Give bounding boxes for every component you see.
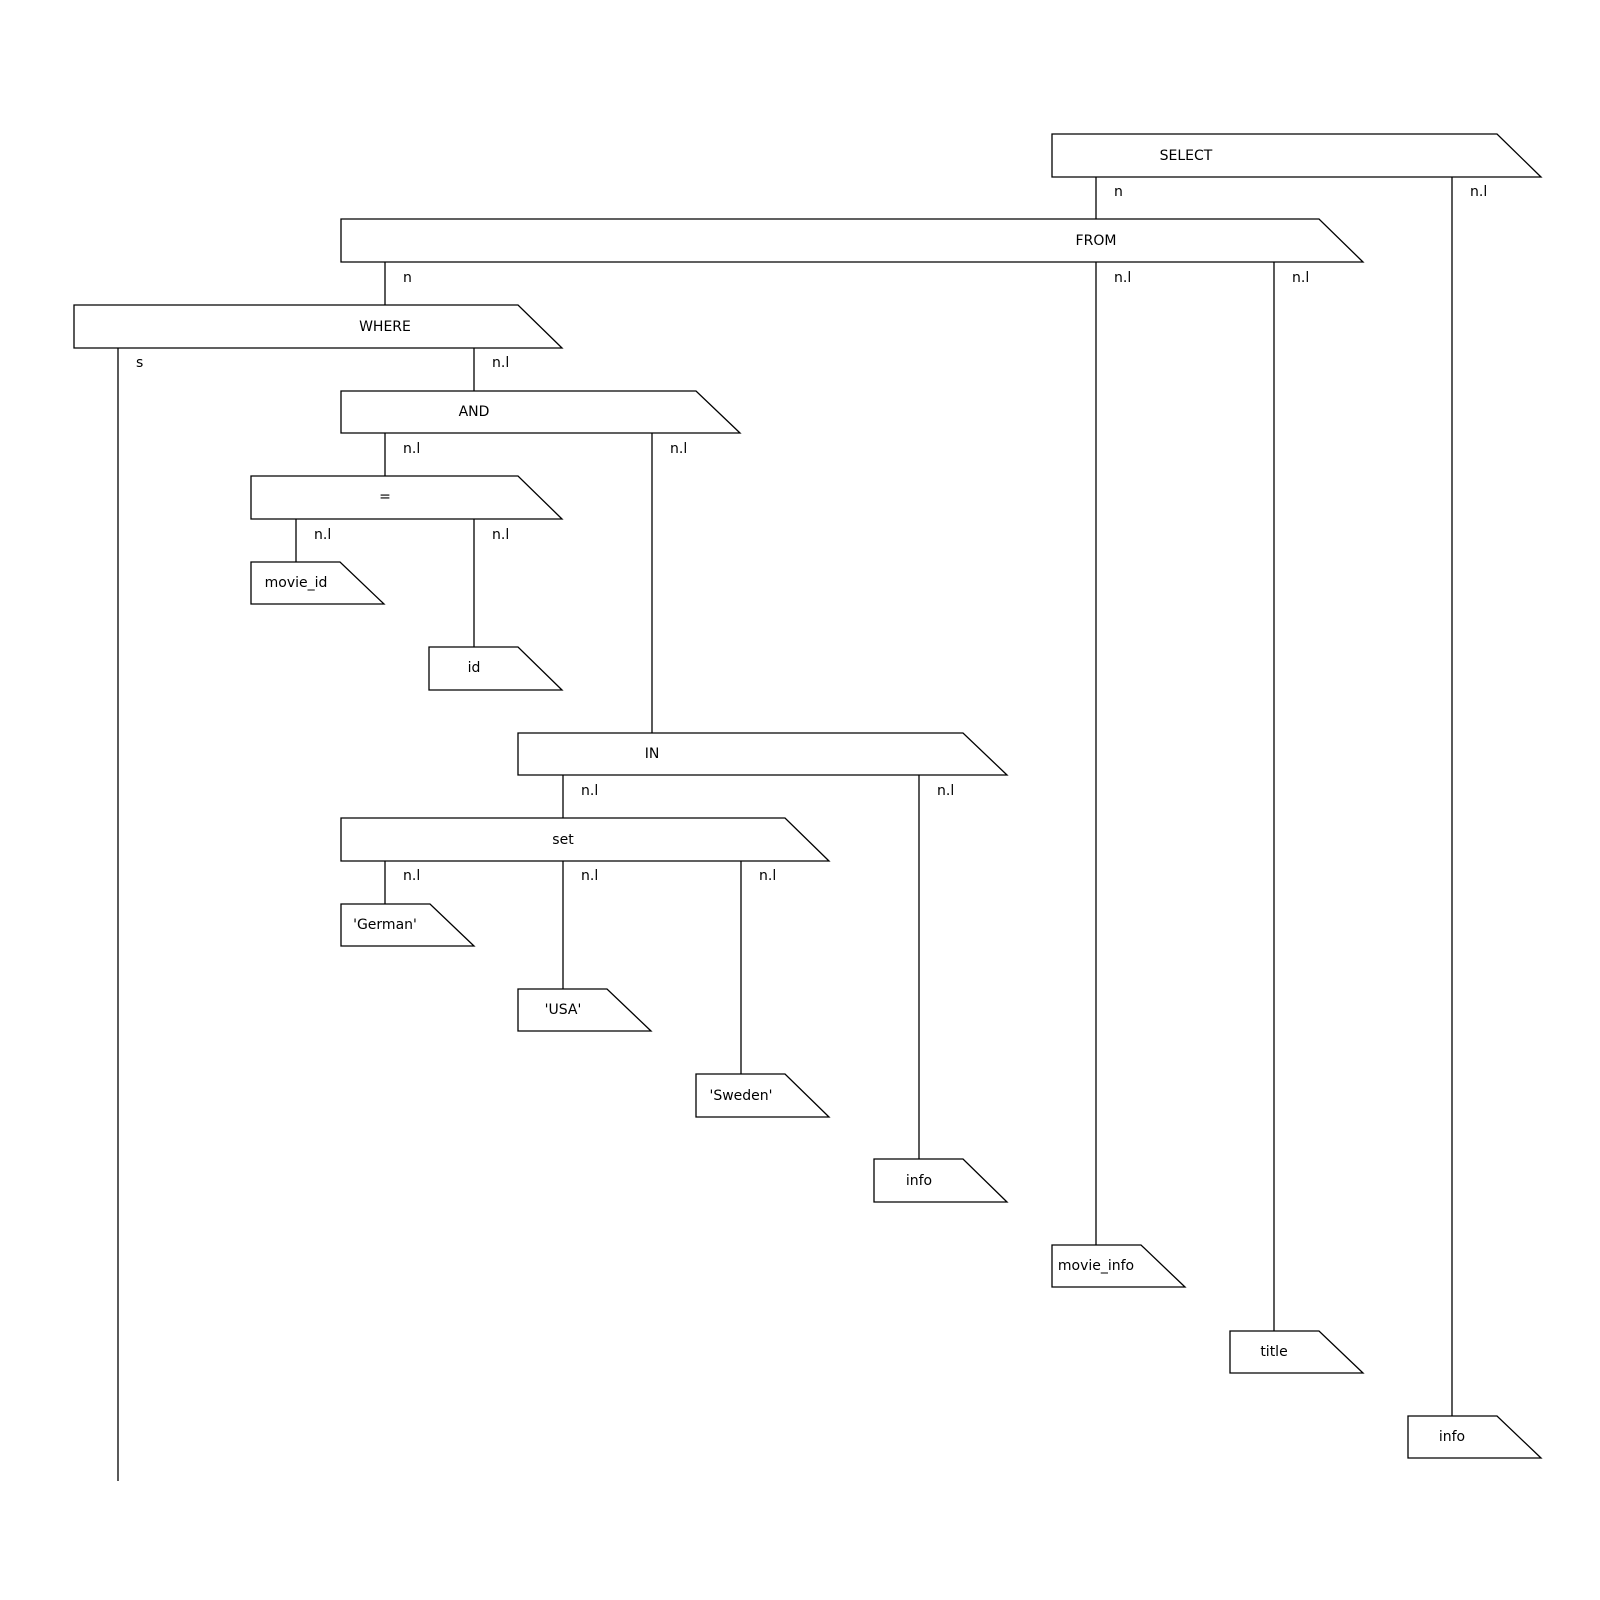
edge-label-where-s: s	[136, 355, 143, 371]
node-movie-id: movie_id	[250, 561, 386, 605]
node-equals: =	[250, 475, 564, 520]
node-label-sweden: 'Sweden'	[709, 1088, 772, 1104]
node-usa: 'USA'	[517, 988, 653, 1032]
node-label-from: FROM	[1076, 233, 1117, 249]
node-label-title: title	[1260, 1344, 1287, 1360]
node-label-info-select: info	[1439, 1429, 1465, 1445]
node-movie-info: movie_info	[1051, 1244, 1187, 1288]
node-label-id: id	[468, 660, 481, 676]
edge-label-from-where: n	[403, 270, 412, 286]
edge-label-and-in: n.l	[670, 441, 687, 457]
edge-label-select-from: n	[1114, 184, 1123, 200]
node-label-and: AND	[459, 404, 490, 420]
edge-label-set-usa: n.l	[581, 868, 598, 884]
node-select: SELECT	[1051, 133, 1543, 178]
edge-label-select-info: n.l	[1470, 184, 1487, 200]
node-label-select: SELECT	[1160, 148, 1213, 164]
node-info-select: info	[1407, 1415, 1543, 1459]
edge-label-where-and: n.l	[492, 355, 509, 371]
node-in: IN	[517, 732, 1009, 776]
edge-label-set-sweden: n.l	[759, 868, 776, 884]
node-label-equals: =	[379, 489, 391, 505]
node-id: id	[428, 646, 564, 691]
node-label-info-in: info	[906, 1173, 932, 1189]
node-label-movie-id: movie_id	[265, 575, 328, 591]
node-from: FROM	[340, 218, 1365, 263]
edge-label-in-info: n.l	[937, 783, 954, 799]
node-label-set: set	[552, 832, 574, 848]
node-and: AND	[340, 390, 742, 434]
node-set: set	[340, 817, 831, 862]
node-label-in: IN	[645, 746, 660, 762]
node-label-movie-info: movie_info	[1058, 1258, 1134, 1274]
node-title: title	[1229, 1330, 1365, 1374]
edge-label-and-eq: n.l	[403, 441, 420, 457]
edge-label-set-german: n.l	[403, 868, 420, 884]
edge-label-eq-movie-id: n.l	[314, 527, 331, 543]
node-label-where: WHERE	[359, 319, 411, 335]
edge-label-eq-id: n.l	[492, 527, 509, 543]
edge-label-from-title: n.l	[1292, 270, 1309, 286]
node-label-usa: 'USA'	[545, 1002, 582, 1018]
node-info-in: info	[873, 1158, 1009, 1203]
edge-label-from-movie-info: n.l	[1114, 270, 1131, 286]
node-german: 'German'	[340, 903, 476, 947]
edge-label-in-set: n.l	[581, 783, 598, 799]
node-label-german: 'German'	[353, 917, 417, 933]
node-sweden: 'Sweden'	[695, 1073, 831, 1118]
node-where: WHERE	[73, 304, 564, 349]
